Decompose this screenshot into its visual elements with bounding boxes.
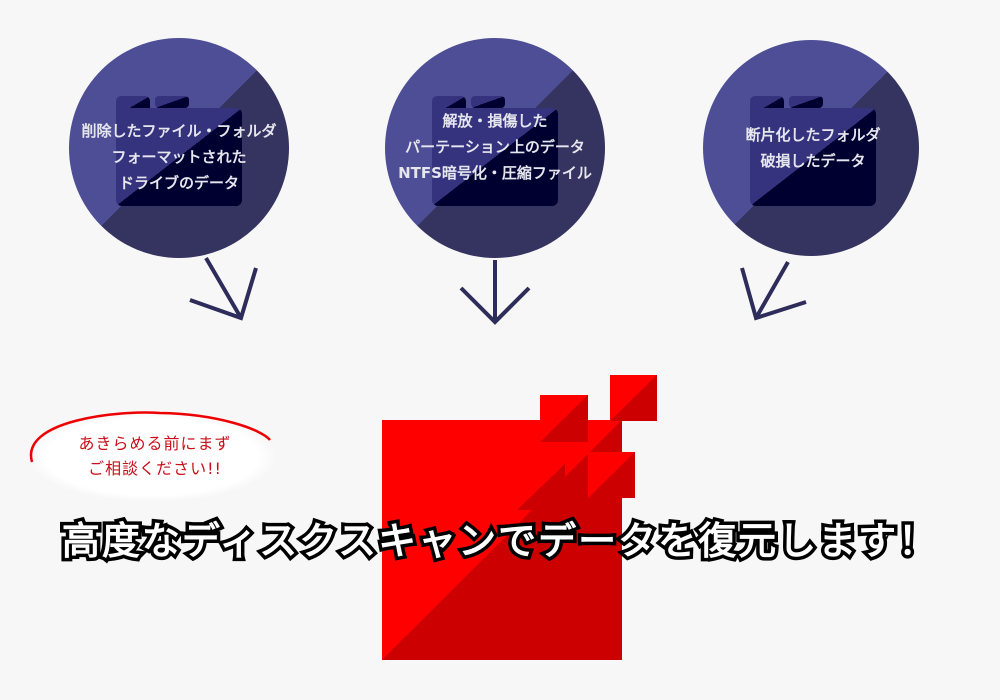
circle-1-text: 削除したファイル・フォルダ フォーマットされた ドライブのデータ bbox=[59, 118, 299, 196]
text-line: パーテーション上のデータ bbox=[405, 138, 585, 156]
text-line: 破損したデータ bbox=[760, 152, 866, 170]
bubble-line-2: ご相談ください!! bbox=[88, 459, 222, 478]
arrow-3 bbox=[740, 261, 807, 321]
bubble-line-1: あきらめる前にまず bbox=[78, 434, 232, 453]
text-line: フォーマットされた bbox=[111, 148, 247, 166]
arrow-2 bbox=[459, 260, 531, 325]
circle-3 bbox=[703, 40, 919, 256]
speech-bubble bbox=[27, 411, 277, 502]
bubble-text: あきらめる前にまず ご相談ください!! bbox=[40, 431, 270, 481]
circle-2-text: 解放・損傷した パーテーション上のデータ NTFS暗号化・圧縮ファイル bbox=[375, 108, 615, 186]
circle-2 bbox=[385, 38, 605, 258]
text-line: NTFS暗号化・圧縮ファイル bbox=[398, 164, 592, 182]
text-line: 断片化したフォルダ bbox=[745, 126, 881, 144]
circle-3-text: 断片化したフォルダ 破損したデータ bbox=[693, 122, 933, 174]
text-line: 解放・損傷した bbox=[442, 112, 548, 130]
red-logo bbox=[382, 375, 657, 660]
circle-1 bbox=[69, 38, 289, 258]
arrow-1 bbox=[189, 256, 258, 321]
text-line: ドライブのデータ bbox=[118, 174, 239, 192]
headline: 高度なディスクスキャンでデータを復元します！ bbox=[58, 516, 939, 567]
text-line: 削除したファイル・フォルダ bbox=[81, 122, 277, 140]
